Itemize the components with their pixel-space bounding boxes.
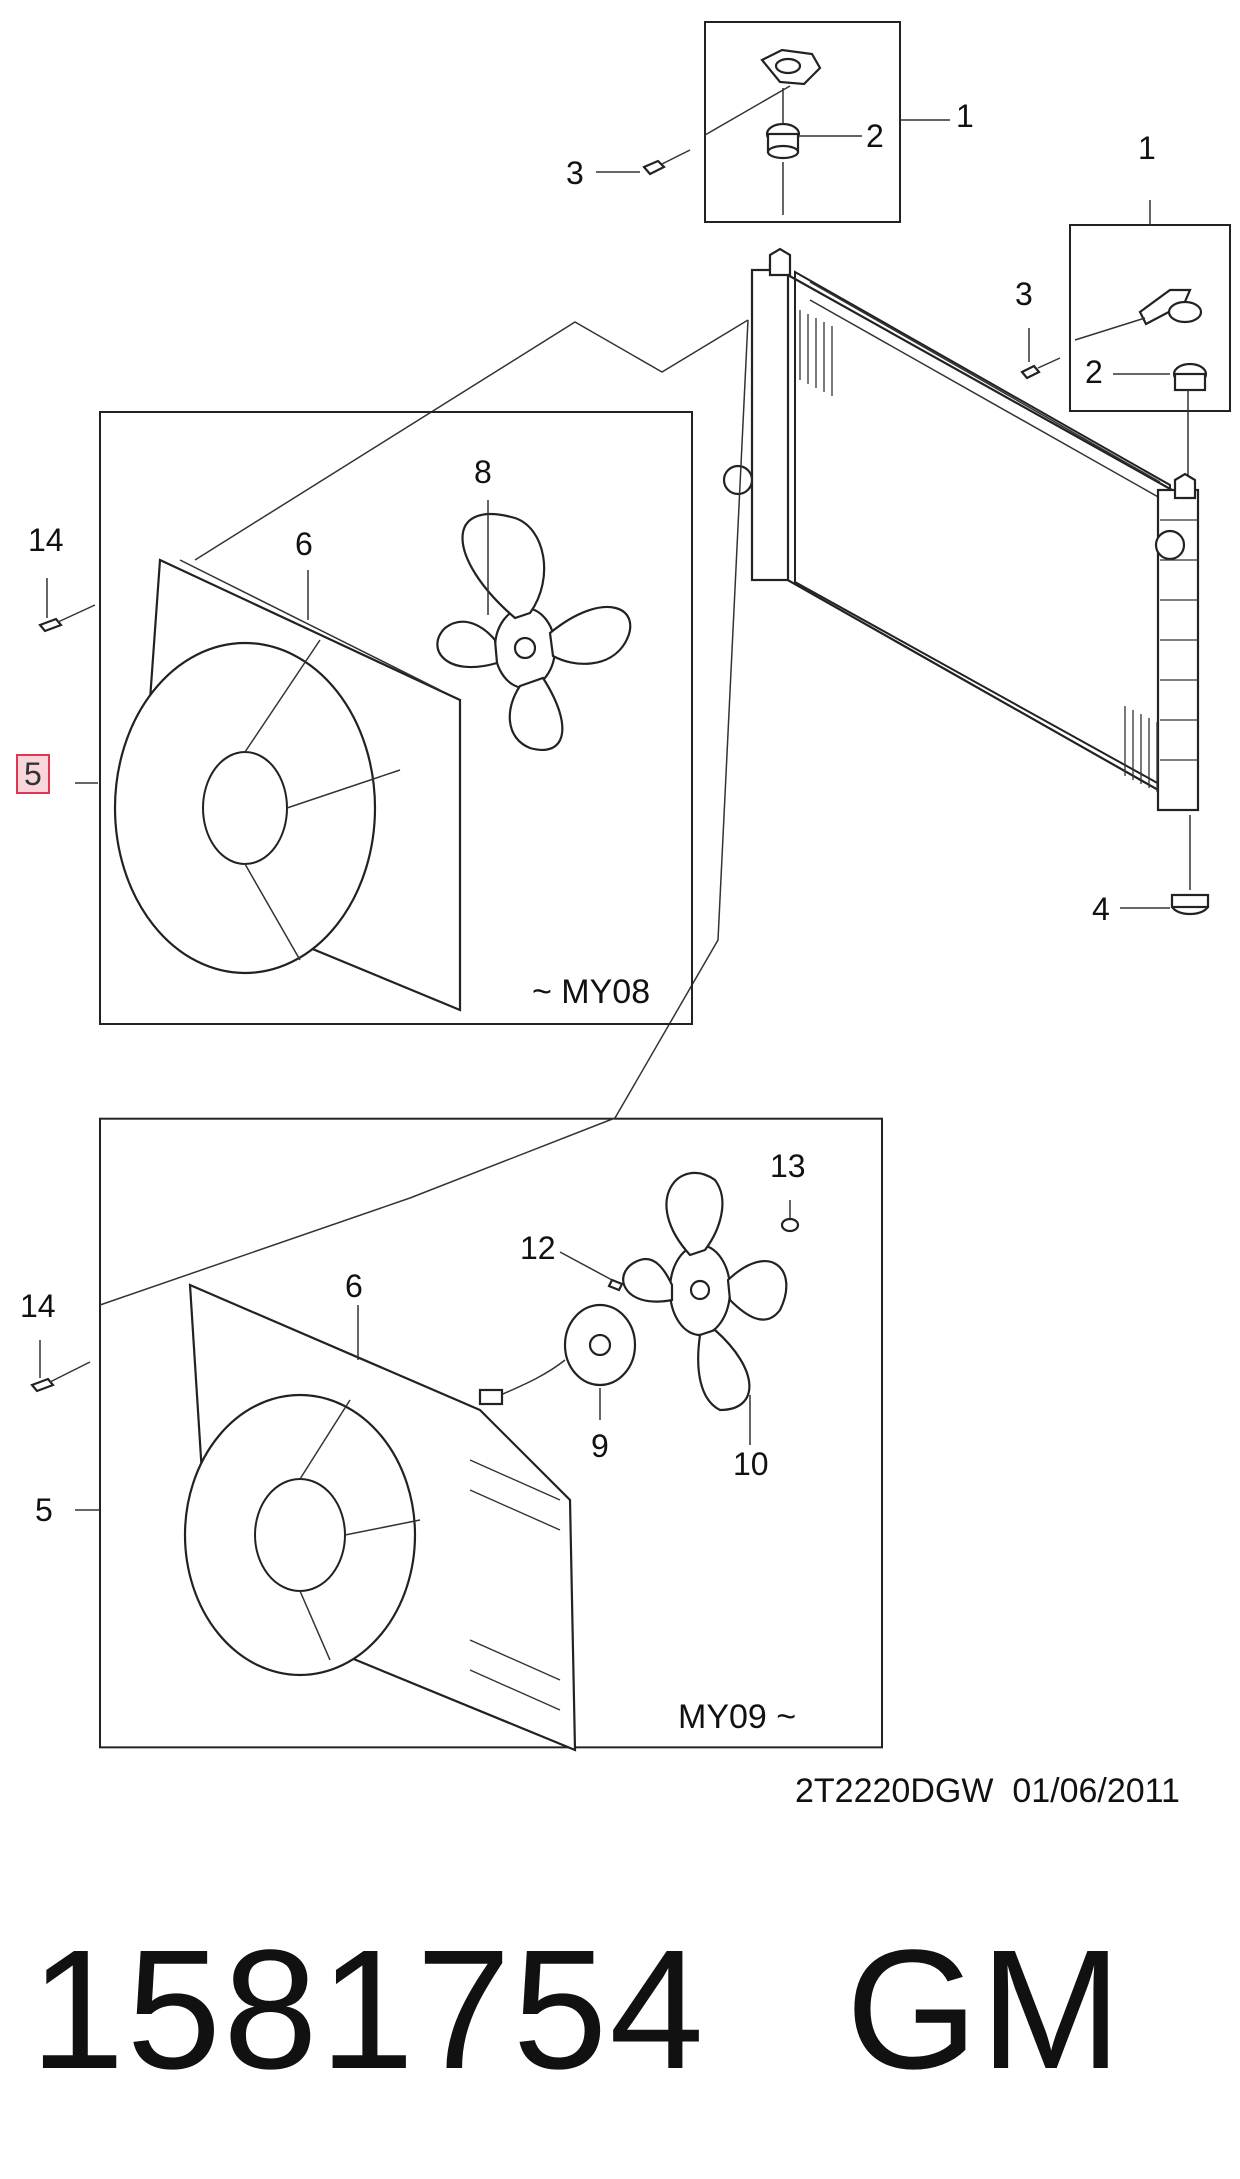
callout-2-top: 2 [866, 118, 884, 154]
callout-6-lower: 6 [345, 1268, 363, 1304]
callout-13-lower: 13 [770, 1148, 806, 1184]
exploded-parts-diagram [30, 21, 1231, 1752]
callout-1-right: 1 [1138, 130, 1156, 166]
right-mount-detail-box [1020, 200, 1231, 480]
callout-3-right: 3 [1015, 276, 1033, 312]
callout-4-drain: 4 [1092, 891, 1110, 927]
callout-5-upper-highlighted[interactable]: 5 [16, 754, 50, 794]
callout-8-upper: 8 [474, 454, 492, 490]
callout-3-top: 3 [566, 155, 584, 191]
brand-name: GM [845, 1915, 1124, 2105]
lower-fan-assembly-box [30, 1117, 883, 1752]
callout-6-upper: 6 [295, 526, 313, 562]
callout-2-right: 2 [1085, 354, 1103, 390]
variant-label-lower: MY09 ~ [678, 1698, 797, 1736]
callout-1-top: 1 [956, 98, 974, 134]
callout-14-lower: 14 [20, 1288, 56, 1324]
part-number: 1581754 [30, 1915, 706, 2105]
top-mount-detail-box [596, 21, 950, 223]
upper-fan-assembly-box [38, 411, 693, 1025]
callout-10-lower: 10 [733, 1446, 769, 1482]
callout-12-lower: 12 [520, 1230, 556, 1266]
diagram-code: 2T2220DGW [795, 1772, 994, 1810]
callout-9-lower: 9 [591, 1428, 609, 1464]
radiator [722, 247, 1210, 916]
diagram-code-line: 2T2220DGW 01/06/2011 [795, 1772, 1180, 1811]
variant-label-upper: ~ MY08 [532, 973, 651, 1011]
callout-14-upper: 14 [28, 522, 64, 558]
callout-5-lower: 5 [35, 1492, 53, 1528]
diagram-date: 01/06/2011 [1012, 1772, 1180, 1810]
